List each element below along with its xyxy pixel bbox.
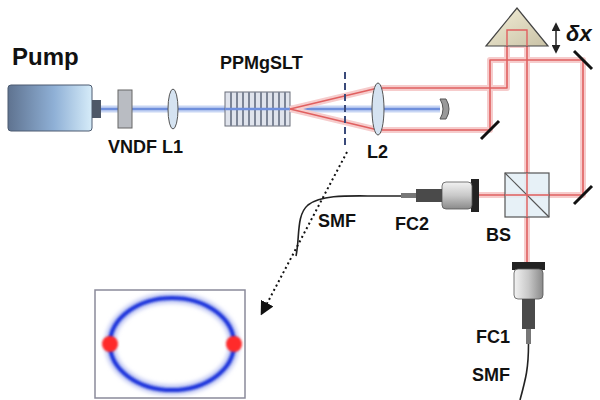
optical-fiber (296, 196, 401, 256)
lens (168, 89, 178, 129)
part-label: L1 (162, 138, 183, 158)
mirror (574, 51, 592, 69)
image-plane (344, 72, 346, 146)
pointer-arrow (262, 152, 347, 313)
part-label: PPMgSLT (220, 54, 303, 74)
part-label: SMF (472, 366, 510, 386)
mirror (574, 186, 592, 204)
retro-prism (486, 8, 548, 46)
part-label: FC1 (476, 328, 510, 348)
pump-beam (101, 108, 440, 111)
part-label: Pump (12, 44, 79, 70)
pump-laser (8, 85, 92, 131)
lens (372, 83, 384, 135)
photon-beam-halo (290, 45, 583, 262)
mirror (481, 121, 499, 139)
part-label: δx (566, 22, 592, 46)
part-label: FC2 (395, 215, 429, 235)
variable-nd-filter (118, 90, 132, 128)
translation-arrow (555, 24, 557, 52)
part-label: L2 (367, 143, 388, 163)
fiber-coupler (512, 262, 545, 344)
optical-fiber (520, 344, 529, 400)
part-label: SMF (318, 212, 356, 232)
fiber-coupler (401, 179, 479, 212)
part-label: VNDF (108, 138, 157, 158)
part-label: BS (486, 226, 511, 246)
beam-splitter (505, 173, 549, 217)
photon-beam (290, 45, 583, 262)
ppmgslt-crystal (225, 92, 290, 126)
laser-aperture (92, 100, 101, 118)
ring-inset (95, 290, 245, 398)
beam-dump (440, 99, 449, 119)
